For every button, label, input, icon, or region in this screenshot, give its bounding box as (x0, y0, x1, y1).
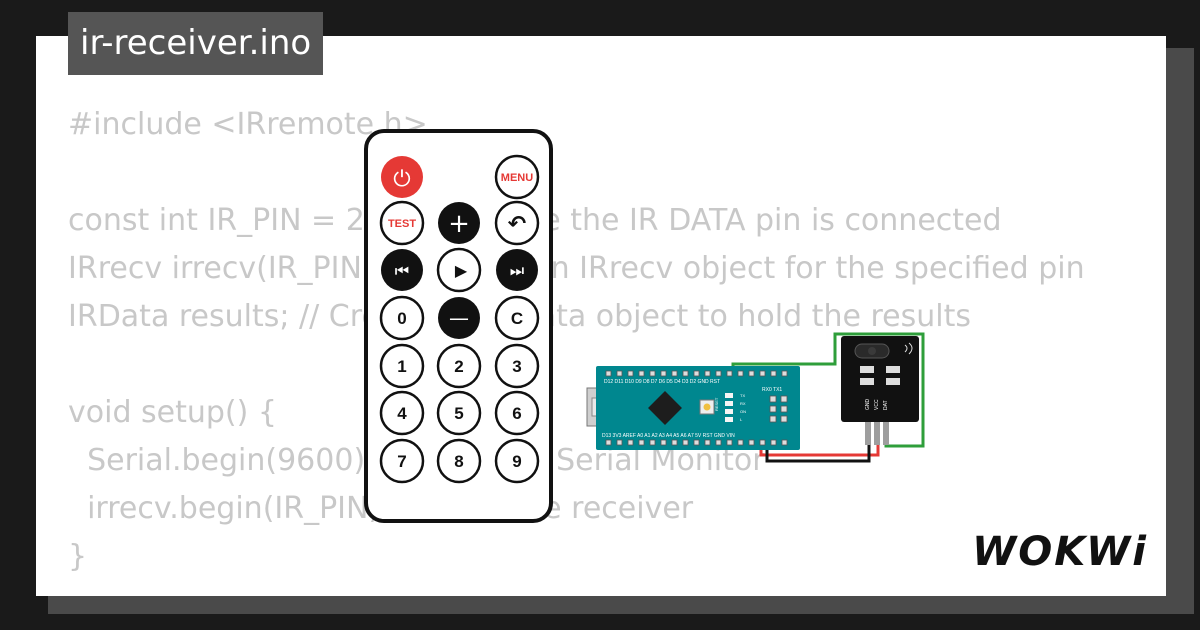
button-2-label: 2 (454, 357, 463, 376)
button-3[interactable] (494, 343, 540, 389)
plus-button[interactable] (438, 202, 480, 244)
code-line: const int IR_PIN = 2; // Pin where the I… (68, 203, 1002, 238)
receiver-pin-vcc (874, 415, 880, 445)
capacitor (860, 378, 874, 385)
signal-icon (904, 342, 913, 355)
play-icon: ▶ (455, 261, 468, 280)
bottom-pin-labels: D13 3V3 AREF A0 A1 A2 A3 A4 A5 A6 A7 5V … (602, 433, 735, 439)
play-button[interactable] (436, 247, 482, 293)
button-4[interactable] (379, 390, 425, 436)
power-icon: ⏻ (393, 167, 410, 192)
back-icon: ↶ (508, 212, 526, 237)
led-label-tx: TX (740, 393, 745, 398)
wokwi-logo: WOKWi (972, 529, 1148, 575)
ir-remote: ⏻ MENU TEST + ↶ ⏮ ▶ ⏭ 0 — C 1 2 3 4 (364, 129, 553, 523)
button-9-label: 9 (512, 452, 521, 471)
serial-pin-labels: RX0 TX1 (762, 387, 782, 393)
button-1[interactable] (379, 343, 425, 389)
next-icon: ⏭ (510, 261, 524, 280)
button-3-label: 3 (512, 357, 521, 376)
test-button[interactable] (379, 200, 425, 246)
prev-icon: ⏮ (395, 261, 409, 280)
led-on (725, 409, 733, 414)
receiver-pin-dat (883, 415, 889, 445)
minus-icon: — (449, 306, 469, 330)
led-label-on: ON (740, 409, 746, 414)
prev-button[interactable] (381, 249, 423, 291)
ir-receiver-module: GND VCC DAT (841, 336, 919, 445)
receiver-pin-gnd (865, 415, 871, 445)
test-button-label: TEST (388, 218, 416, 230)
microcontroller-chip (648, 391, 682, 425)
resistor (860, 366, 874, 373)
button-7-label: 7 (397, 452, 406, 471)
button-2[interactable] (436, 343, 482, 389)
led-rx (725, 401, 733, 406)
receiver-pin-label-gnd: GND (865, 399, 871, 411)
c-button[interactable] (494, 295, 540, 341)
reset-label: RESET (714, 397, 719, 411)
code-line: void setup() { (68, 395, 277, 430)
led-label-rx: RX (740, 401, 746, 406)
c-button-label: C (511, 309, 523, 328)
project-title: ir-receiver.ino (68, 12, 324, 75)
code-preview-card: #include <IRremote.h> const int IR_PIN =… (36, 36, 1166, 596)
button-0[interactable] (379, 295, 425, 341)
receiver-pin-label-dat: DAT (883, 400, 889, 410)
arduino-nano-board: D12 D11 D10 D9 D8 D7 D6 D5 D4 D3 D2 GND … (586, 366, 800, 450)
power-button[interactable] (381, 156, 423, 198)
button-6[interactable] (494, 390, 540, 436)
button-5-label: 5 (454, 404, 463, 423)
top-pin-labels: D12 D11 D10 D9 D8 D7 D6 D5 D4 D3 D2 GND … (604, 379, 720, 385)
data-wire (731, 332, 925, 448)
button-9[interactable] (494, 438, 540, 484)
button-1-label: 1 (397, 357, 406, 376)
button-7[interactable] (379, 438, 425, 484)
next-button[interactable] (496, 249, 538, 291)
button-6-label: 6 (512, 404, 521, 423)
button-8[interactable] (436, 438, 482, 484)
menu-button-label: MENU (501, 172, 533, 184)
led-l (725, 417, 733, 422)
minus-button[interactable] (438, 297, 480, 339)
button-4-label: 4 (397, 404, 407, 423)
led-indicator (886, 366, 900, 373)
menu-button[interactable] (494, 154, 540, 200)
led-tx (725, 393, 733, 398)
back-button[interactable] (494, 200, 540, 246)
button-5[interactable] (436, 390, 482, 436)
plus-icon: + (448, 209, 470, 239)
button-8-label: 8 (454, 452, 463, 471)
button-0-label: 0 (397, 309, 406, 328)
receiver-pin-label-vcc: VCC (874, 399, 880, 410)
led-label-l: L (740, 417, 743, 422)
code-line: } (68, 539, 88, 574)
icsp-header (769, 395, 788, 423)
